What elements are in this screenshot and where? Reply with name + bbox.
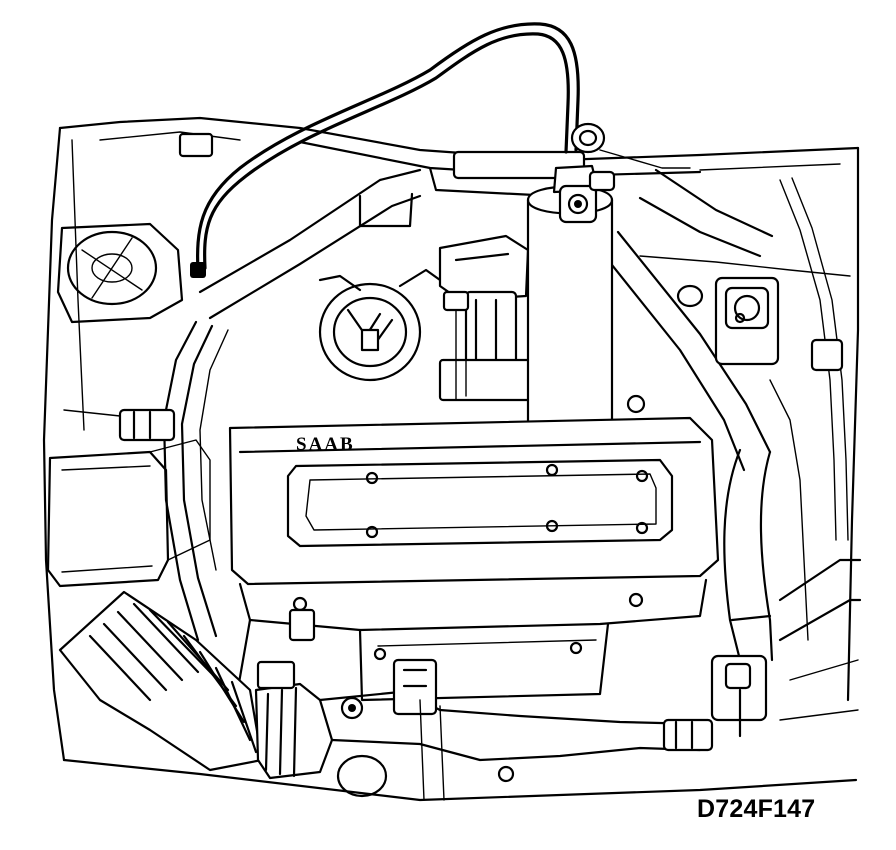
brake-fluid-reservoir (639, 255, 851, 366)
engine-brand-label: SAAB (296, 434, 355, 455)
battery-box (46, 439, 211, 588)
throttle-body (318, 268, 442, 382)
right-fender-panel (699, 146, 860, 702)
center-valve-block (438, 234, 538, 402)
vacuum-hose (190, 22, 580, 278)
wiring-harness-right (769, 177, 849, 641)
intake-duct-right (598, 168, 774, 472)
figure-code-label: D724F147 (697, 795, 816, 823)
bulkhead-cowl (298, 140, 702, 198)
strut-tower-cap (56, 222, 184, 324)
coolant-pipe-upper (198, 168, 422, 320)
lower-right-frame (62, 558, 862, 802)
air-intake-bellows (58, 590, 334, 780)
radiator-hose-right (662, 448, 774, 752)
cam-cover: SAAB (228, 416, 720, 586)
left-fender-panel (42, 116, 860, 762)
hose-clamps (178, 132, 746, 690)
intake-pipe-lower (318, 658, 702, 801)
left-pipes (63, 320, 229, 642)
